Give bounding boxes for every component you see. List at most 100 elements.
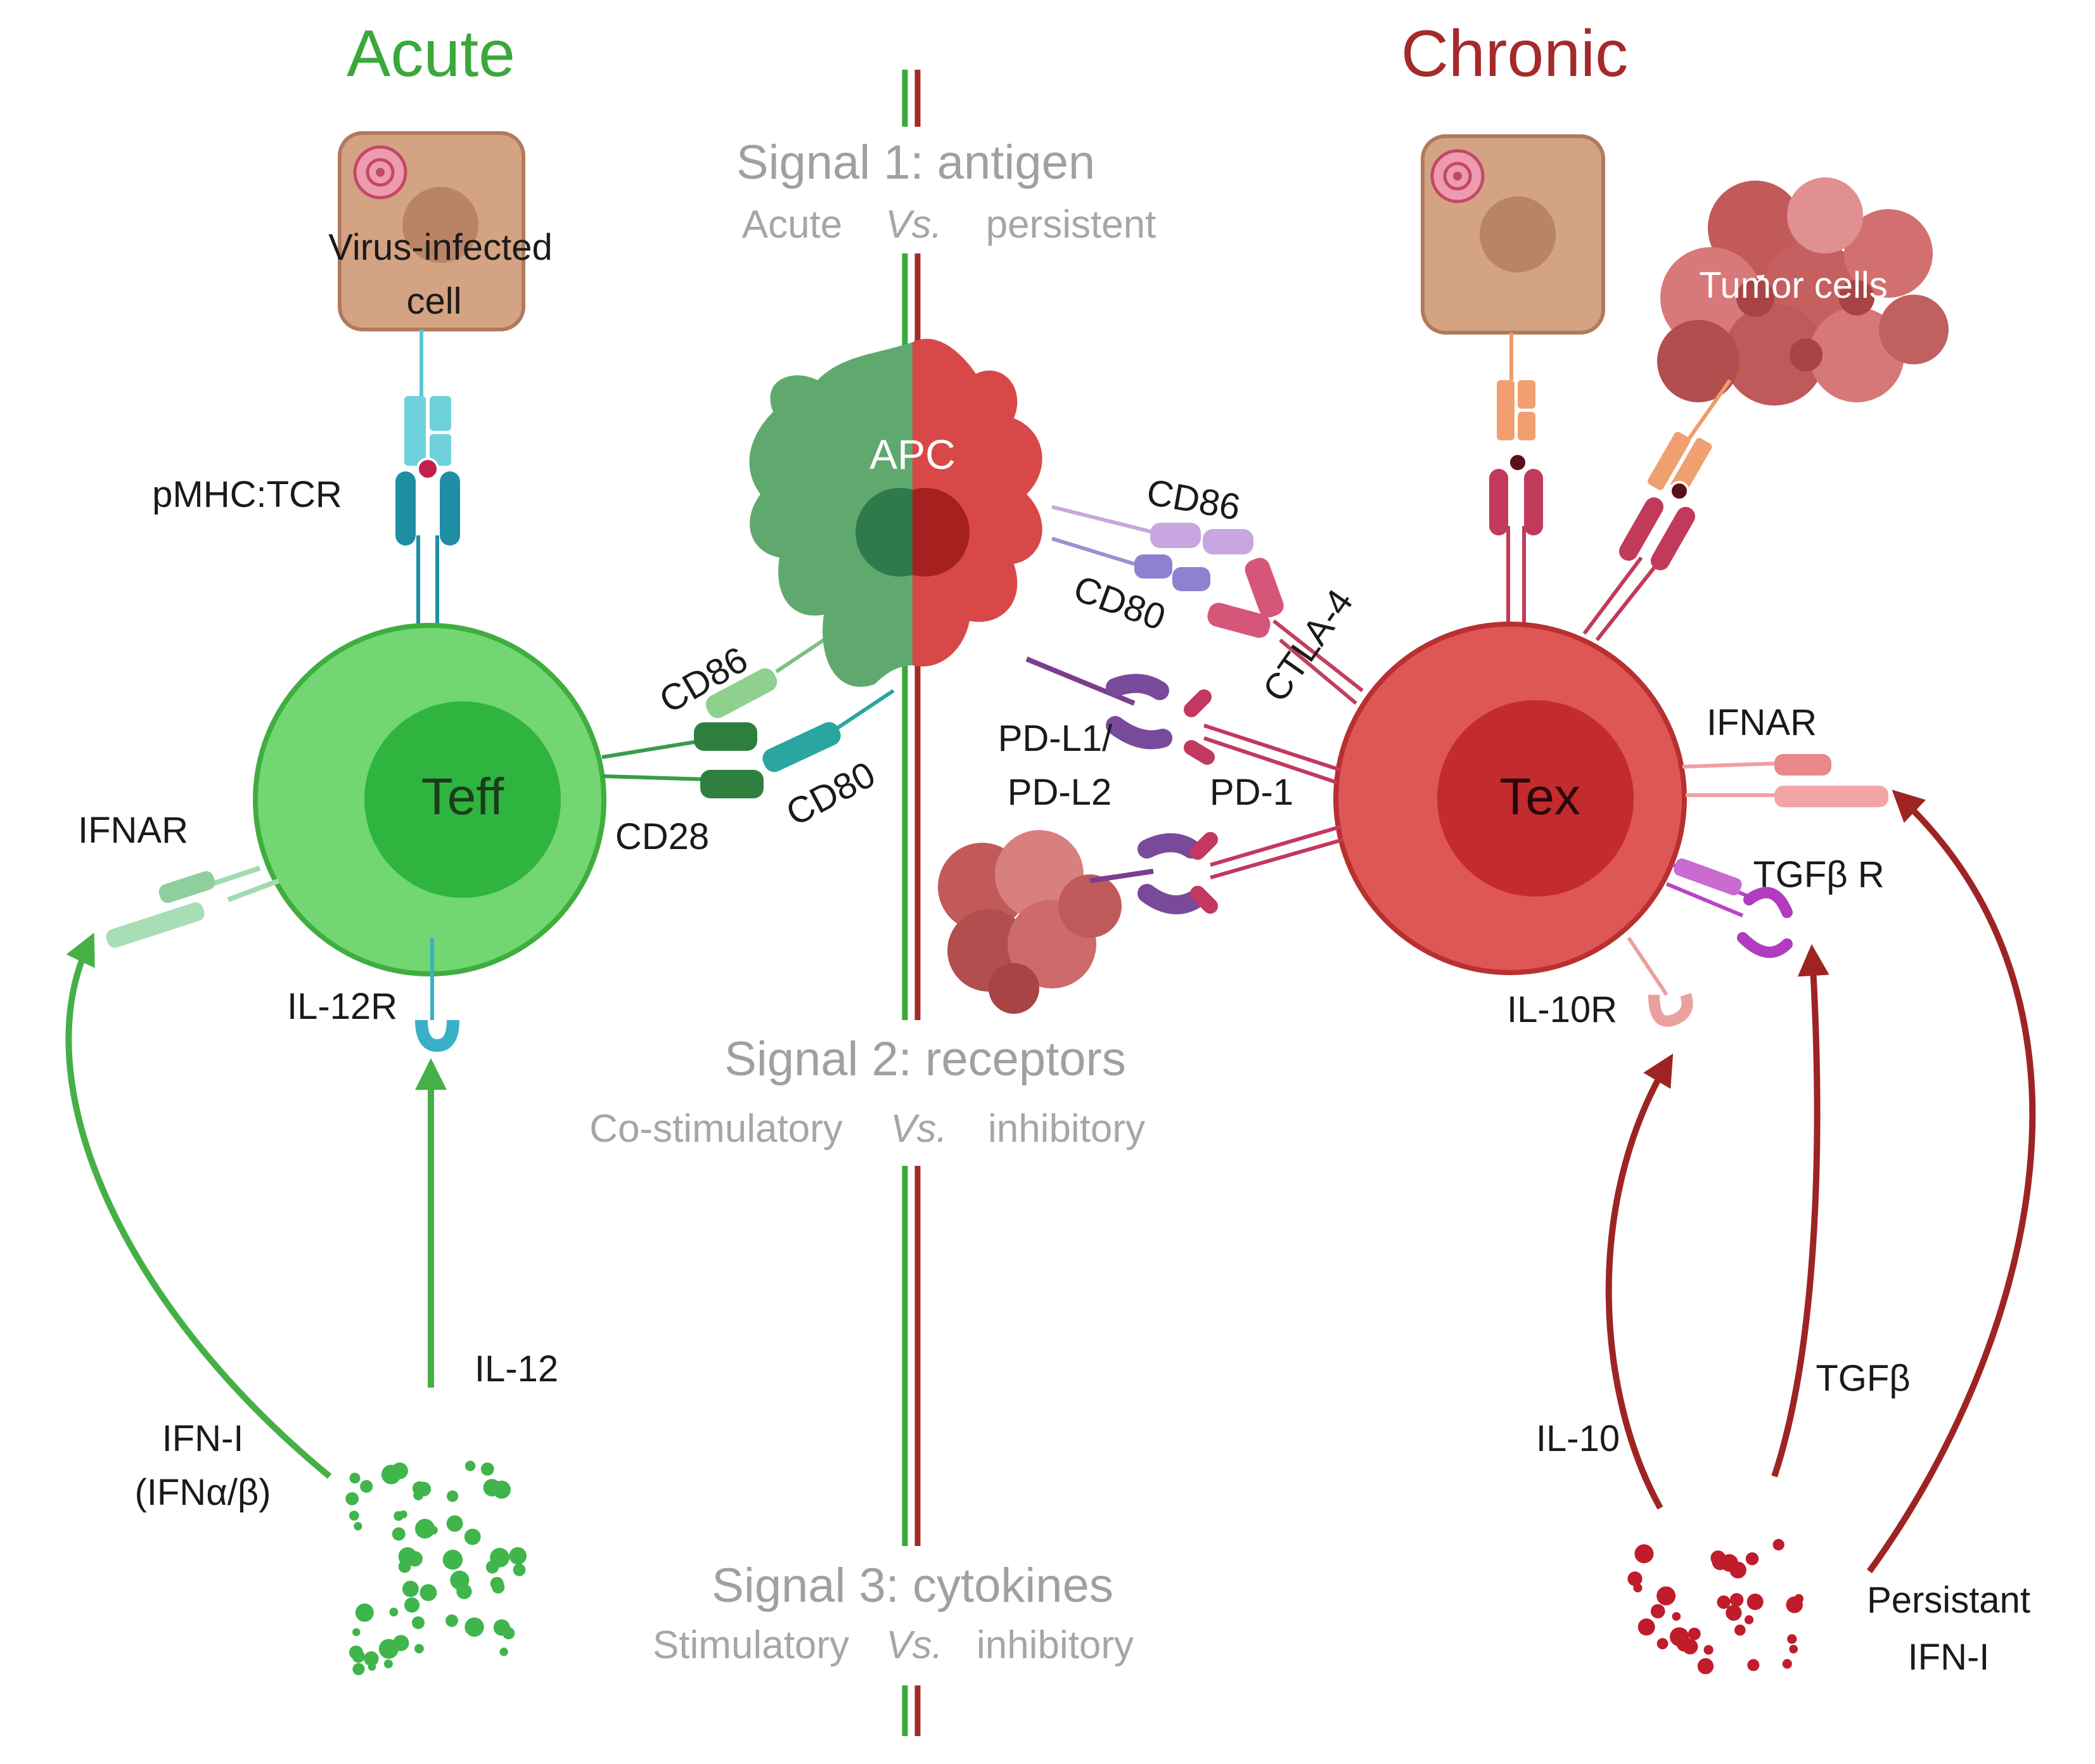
center-divider [902,70,921,1736]
signal3-right: inhibitory [977,1623,1134,1667]
signal2-right: inhibitory [988,1107,1145,1151]
cytokine-dot [352,1628,361,1637]
cytokine-dot [464,1528,481,1545]
il10r-receptor [1627,936,1693,1027]
ifnar-left-label: IFNAR [78,810,188,851]
il12r-receptor [415,938,459,1052]
cytokine-dot [420,1584,437,1601]
cytokine-dot [1656,1586,1676,1606]
cytokine-dot [1729,1593,1744,1607]
cytokine-dot [345,1492,359,1505]
virus-infected-cell-right [1421,134,1605,335]
cytokine-dot [446,1515,463,1532]
cytokine-dot [464,1460,476,1471]
il12-label: IL-12 [475,1348,558,1390]
signal1-title: Signal 1: antigen [736,136,1095,189]
persistent-ifn-label-1: Persistant [1867,1580,2030,1621]
cytokine-dot [1734,1624,1746,1636]
cytokine-dot [1747,1659,1760,1671]
cytokine-dot [1744,1615,1754,1625]
acute-cytokine-dots [345,1460,527,1675]
cytokine-dot [1710,1550,1726,1566]
cd80-right-ligand [1051,537,1210,591]
cytokine-dot [1729,1561,1746,1579]
cytokine-dot [392,1527,406,1541]
apc-cell: APC [749,338,1042,687]
virus-icon [353,145,407,200]
cytokine-dot [464,1617,484,1637]
ifn1-label-1: IFN-I [162,1418,244,1459]
cd80-left-ligand [762,689,895,772]
tex-label: Tex [1499,768,1580,826]
cytokine-dot [1786,1596,1803,1613]
cytokine-dot [490,1547,509,1568]
cytokine-dot [1637,1618,1655,1636]
tgfb-arrow [1771,944,1829,1478]
cytokine-dot [394,1511,404,1521]
ifnar-receptor-left [106,866,280,948]
cd86-left-label: CD86 [653,639,755,721]
cytokine-dot [1650,1604,1665,1619]
teff-cell: Teff [253,623,606,976]
cytokine-dot [1717,1595,1731,1609]
tcr-right-tumor [1582,379,1732,641]
tumor-cells-label: Tumor cells [1699,265,1888,306]
cytokine-dot [1682,1639,1698,1654]
teff-label: Teff [421,768,504,826]
cytokine-dot [1726,1604,1742,1621]
cytokine-dot [355,1603,374,1622]
tcr-right-virus [1489,333,1543,627]
cytokine-dot [502,1627,515,1640]
signal1-right: persistent [986,203,1156,246]
cytokine-dot [1772,1538,1784,1550]
cytokine-dot [402,1580,419,1597]
apc-label: APC [869,431,956,478]
il10-arrow [1605,1053,1674,1510]
virus-cell-label-2: cell [406,281,461,322]
cytokine-dot [404,1597,420,1613]
ifnar-receptor-right [1682,754,1888,807]
signal1-vs: Vs. [885,203,942,246]
cytokine-dot [1672,1612,1681,1621]
cytokine-dot [1745,1552,1759,1566]
cytokine-dot [364,1651,379,1666]
ifn1-arrow [65,932,332,1479]
signal3-left: Stimulatory [653,1623,849,1667]
signal1-left: Acute [742,203,843,246]
cytokine-dot [1634,1544,1654,1564]
cytokine-dot [1627,1571,1643,1587]
signal3-title: Signal 3: cytokines [712,1559,1113,1613]
signal2-vs: Vs. [890,1107,947,1151]
cd86-right-ligand [1051,505,1253,554]
cytokine-dot [349,1646,363,1659]
il10r-label: IL-10R [1507,989,1617,1030]
cytokine-dot [349,1511,359,1521]
cd28-costim [601,722,764,798]
ifnar-right-label: IFNAR [1707,702,1817,743]
pdl1-pd1-upper [1025,656,1341,784]
acute-title: Acute [347,17,515,91]
cytokine-dot [492,1580,505,1594]
persistent-ifn-label-2: IFN-I [1908,1637,1990,1678]
tgfb-label: TGFβ [1816,1358,1910,1399]
cytokine-dot [499,1647,508,1656]
cytokine-dot [429,1526,438,1535]
cytokine-dot [1703,1645,1714,1655]
tgfbr-label: TGFβ R [1753,854,1884,895]
cytokine-dot [414,1644,424,1654]
ifn1-label-2: (IFNα/β) [134,1472,271,1513]
pdl-label-2: PD-L2 [1008,772,1112,813]
tumor-cells-cluster-top: Tumor cells [1657,177,1949,406]
tumor-cells-cluster-mid [938,830,1122,1014]
cytokine-dot [1787,1634,1797,1644]
cytokine-dot [442,1549,463,1570]
cytokine-dot [1688,1627,1701,1640]
tgfb-receptor [1665,858,1793,958]
pdl1-pd1-lower [1089,825,1344,914]
cytokine-dot [352,1663,365,1675]
tcr-left [395,329,460,634]
chronic-title: Chronic [1401,17,1628,91]
cytokine-dot [413,1490,423,1500]
cytokine-dot [354,1522,362,1531]
